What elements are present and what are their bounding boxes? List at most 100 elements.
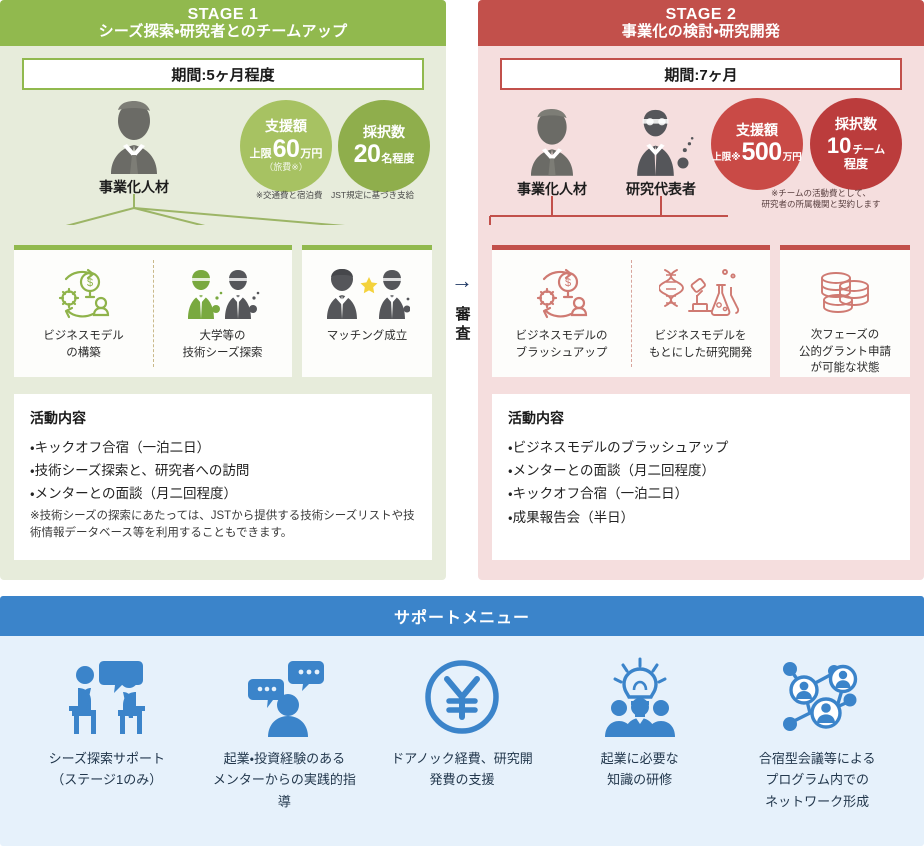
support-item-4-caption: 起業に必要な 知識の研修 bbox=[600, 751, 679, 788]
stage-2-badge-footnote: ※チームの活動費として、 研究者の所属機関と契約します bbox=[761, 188, 881, 210]
stage-1-card-group-right: マッチング成立 bbox=[302, 245, 432, 377]
stage-2-actor-businessperson: 事業化人材 bbox=[497, 94, 607, 199]
card-divider bbox=[631, 260, 632, 367]
badge-title: 採択数 bbox=[363, 123, 405, 140]
badge-unit: 名程度 bbox=[381, 153, 415, 166]
stage-2-card-1: $ ビジネスモデルの ブラッシュアップ bbox=[492, 250, 631, 377]
stage-2-card-group-left: $ ビジネスモデルの ブラッシュアップ bbox=[492, 245, 770, 377]
businessperson-icon bbox=[497, 94, 607, 176]
stage-2-card-2-caption: ビジネスモデルを もとにした研究開発 bbox=[648, 330, 753, 359]
two-people-talking-icon bbox=[64, 654, 150, 740]
stage-2-card-group-right: 次フェーズの 公的グラント申請 が可能な状態 bbox=[780, 245, 910, 377]
stage-1-badge-funding: 支援額 上限 60 万円 （旅費※） bbox=[240, 100, 332, 192]
support-item-4: 起業に必要な 知識の研修 bbox=[551, 654, 729, 812]
stage-2-cards: $ ビジネスモデルの ブラッシュアップ bbox=[492, 245, 910, 377]
support-item-5: 合宿型会議等による プログラム内での ネットワーク形成 bbox=[728, 654, 906, 812]
activity-item: ・キックオフ合宿（一泊二日） bbox=[508, 486, 689, 502]
badge-prefix: 上限 bbox=[249, 148, 272, 160]
stage-2-badge-slots: 採択数 10 チーム 程度 bbox=[810, 98, 902, 190]
svg-text:$: $ bbox=[86, 277, 92, 289]
support-menu-panel: サポートメニュー bbox=[0, 596, 924, 846]
coins-stack-icon bbox=[816, 264, 874, 321]
stage-2-card-3-caption: 次フェーズの 公的グラント申請 が可能な状態 bbox=[799, 328, 891, 375]
card-divider bbox=[153, 260, 154, 367]
stage-1-cards: $ ビジネスモデル の構築 bbox=[14, 245, 432, 377]
stage-1-card-1-caption: ビジネスモデル の構築 bbox=[43, 330, 124, 359]
stage-1-activity-box: 活動内容 ・キックオフ合宿（一泊二日） ・技術シーズ探索と、研究者への訪問 ・メ… bbox=[14, 394, 432, 560]
stage-1-activity-title: 活動内容 bbox=[30, 410, 86, 426]
stage-1-kicker: STAGE 1 bbox=[187, 5, 259, 23]
activity-item: ・成果報告会（半日） bbox=[508, 509, 635, 525]
network-people-icon bbox=[774, 654, 860, 740]
badge-value: 20 bbox=[353, 140, 381, 169]
stage-2-actor-researcher: 研究代表者 bbox=[606, 94, 716, 199]
activity-item: ・ビジネスモデルのブラッシュアップ bbox=[508, 440, 729, 455]
stage-1-header: STAGE 1 シーズ探索・研究者とのチームアップ bbox=[0, 0, 446, 46]
badge-title: 支援額 bbox=[736, 121, 778, 138]
badge-value: 10 bbox=[826, 133, 852, 158]
activity-item: ・技術シーズ探索と、研究者への訪問 bbox=[30, 463, 250, 479]
stage-2-period: 期間:7ヶ月 bbox=[500, 58, 902, 90]
badge-value: 500 bbox=[741, 138, 783, 167]
stage-1-card-2-caption: 大学等の 技術シーズ探索 bbox=[182, 330, 263, 359]
stage-1-card-2: 大学等の 技術シーズ探索 bbox=[153, 250, 292, 377]
stage-1-panel: STAGE 1 シーズ探索・研究者とのチームアップ 期間:5ヶ月程度 bbox=[0, 0, 446, 580]
badge-suffix: 程度 bbox=[843, 157, 868, 172]
stage-2-card-1-caption: ビジネスモデルの ブラッシュアップ bbox=[515, 330, 608, 359]
stage-2-actor-1-label: 事業化人材 bbox=[517, 181, 587, 197]
stage-1-card-1: $ ビジネスモデル の構築 bbox=[14, 250, 153, 377]
stage-1-actor-businessperson: 事業化人材 bbox=[79, 92, 189, 197]
stage-1-subtitle: シーズ探索・研究者とのチームアップ bbox=[98, 22, 348, 40]
support-item-3: ドアノック経費、研究開 発費の支援 bbox=[373, 654, 551, 812]
stage-1-period: 期間:5ヶ月程度 bbox=[22, 58, 424, 90]
badge-prefix: 上限※ bbox=[712, 152, 741, 164]
stage-1-activity-list: ・キックオフ合宿（一泊二日） ・技術シーズ探索と、研究者への訪問 ・メンターとの… bbox=[30, 436, 416, 506]
lightbulb-training-icon bbox=[597, 654, 683, 740]
badge-unit: チーム bbox=[852, 144, 886, 156]
stage-1-actor-label: 事業化人材 bbox=[99, 179, 169, 195]
stage-2-card-3: 次フェーズの 公的グラント申請 が可能な状態 bbox=[780, 250, 910, 377]
stage-2-kicker: STAGE 2 bbox=[665, 5, 737, 23]
stage-2-activity-title: 活動内容 bbox=[508, 410, 564, 426]
arrow-right-icon: → bbox=[451, 268, 473, 293]
stage-1-card-3-caption: マッチング成立 bbox=[326, 330, 408, 342]
lab-research-icon bbox=[658, 264, 743, 322]
researcher-icon bbox=[606, 94, 716, 176]
stage-1-card-group-left: $ ビジネスモデル の構築 bbox=[14, 245, 292, 377]
stage-2-actor-badge-row: 事業化人材 bbox=[478, 90, 924, 225]
stage-2-activity-box: 活動内容 ・ビジネスモデルのブラッシュアップ ・メンターとの面談（月二回程度） … bbox=[492, 394, 910, 560]
stage-2-header: STAGE 2 事業化の検討・研究開発 bbox=[478, 0, 924, 46]
badge-note: （旅費※） bbox=[264, 162, 308, 173]
support-menu-header: サポートメニュー bbox=[0, 596, 924, 636]
stage-1-badge-slots: 採択数 20 名程度 bbox=[338, 100, 430, 192]
activity-item: ・メンターとの面談（月二回程度） bbox=[508, 463, 715, 479]
stage-transition: → 審査 bbox=[446, 268, 478, 345]
matching-star-icon bbox=[324, 264, 410, 322]
stage-2-activity-list: ・ビジネスモデルのブラッシュアップ ・メンターとの面談（月二回程度） ・キックオ… bbox=[508, 436, 894, 529]
support-item-1-caption: シーズ探索サポート （ステージ1のみ） bbox=[48, 751, 165, 788]
yen-coin-icon bbox=[419, 654, 505, 740]
mentor-chat-icon bbox=[241, 654, 327, 740]
stage-2-actor-2-label: 研究代表者 bbox=[626, 181, 696, 197]
support-item-2-caption: 起業・投資経験のある メンターからの実践的指 導 bbox=[212, 751, 356, 809]
business-model-cycle-icon: $ bbox=[532, 264, 592, 322]
activity-item: ・キックオフ合宿（一泊二日） bbox=[30, 440, 211, 455]
stage-1-activity-footnote: ※技術シーズの探索にあたっては、JSTから提供する技術シーズリストや技術情報デー… bbox=[30, 509, 415, 539]
stage-2-card-2: ビジネスモデルを もとにした研究開発 bbox=[631, 250, 770, 377]
stage-1-badge-footnote: ※交通費と宿泊費 JST規定に基づき支給 bbox=[255, 190, 415, 200]
svg-text:$: $ bbox=[564, 277, 570, 289]
stage-1-actor-badge-row: 事業化人材 支援額 上限 60 万円 （旅費※） 採択数 20 名程度 ※交通費… bbox=[0, 90, 446, 225]
businessperson-icon bbox=[79, 92, 189, 174]
stage-2-subtitle: 事業化の検討・研究開発 bbox=[621, 22, 781, 40]
stage-2-panel: STAGE 2 事業化の検討・研究開発 期間:7ヶ月 bbox=[478, 0, 924, 580]
two-researchers-icon bbox=[186, 264, 260, 322]
badge-value: 60 bbox=[272, 135, 300, 163]
business-model-cycle-icon: $ bbox=[54, 264, 114, 322]
support-menu-grid: シーズ探索サポート （ステージ1のみ） 起業・投資経験のある メンターからの実践… bbox=[0, 636, 924, 812]
support-item-2: 起業・投資経験のある メンターからの実践的指 導 bbox=[196, 654, 374, 812]
badge-title: 採択数 bbox=[835, 116, 877, 133]
support-item-1: シーズ探索サポート （ステージ1のみ） bbox=[18, 654, 196, 812]
badge-title: 支援額 bbox=[265, 118, 307, 135]
support-item-3-caption: ドアノック経費、研究開 発費の支援 bbox=[391, 751, 533, 788]
